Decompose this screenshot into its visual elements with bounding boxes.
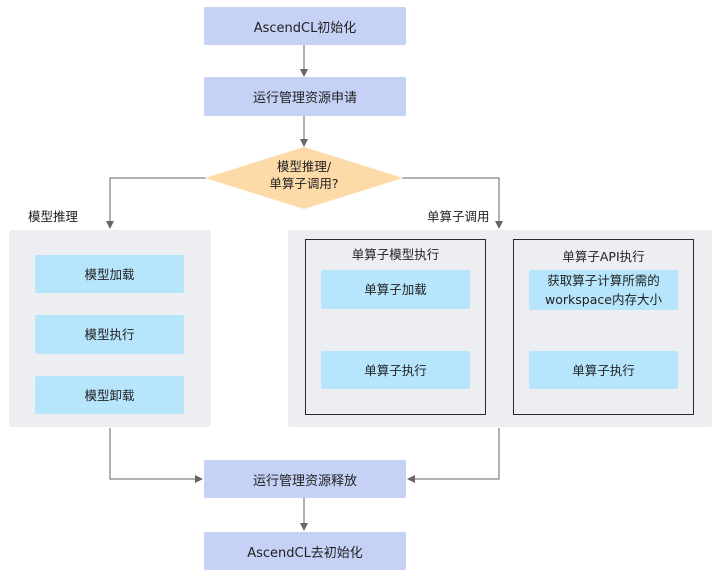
- deinit-step-label: AscendCL去初始化: [247, 545, 363, 561]
- single-op-execute-step: 单算子执行: [321, 351, 470, 389]
- single-op-api-execute-step: 单算子执行: [529, 351, 678, 389]
- single-op-execute-label: 单算子执行: [364, 362, 427, 378]
- single-op-api-title: 单算子API执行: [562, 249, 645, 264]
- single-op-load-step: 单算子加载: [321, 270, 470, 309]
- release-step-label: 运行管理资源释放: [252, 473, 357, 489]
- decision-label: 模型推理/ 单算子调用?: [269, 159, 339, 191]
- arrow-single-to-release: [407, 428, 500, 483]
- alloc-step: 运行管理资源申请: [204, 77, 406, 116]
- model-branch-label: 模型推理: [28, 209, 79, 224]
- model-load-step: 模型加载: [35, 255, 184, 293]
- workspace-size-step: 获取算子计算所需的 workspace内存大小: [529, 270, 678, 310]
- workspace-size-label: 获取算子计算所需的 workspace内存大小: [545, 273, 662, 307]
- model-unload-step: 模型卸载: [35, 376, 184, 414]
- init-step: AscendCL初始化: [204, 7, 406, 45]
- model-load-label: 模型加载: [84, 266, 135, 282]
- arrow-decision-to-single: [402, 177, 503, 229]
- decision-diamond: [205, 147, 403, 209]
- model-execute-step: 模型执行: [35, 315, 184, 354]
- deinit-step: AscendCL去初始化: [204, 532, 406, 570]
- single-op-load-label: 单算子加载: [364, 282, 427, 297]
- arrow-decision-to-model: [106, 177, 206, 229]
- init-step-label: AscendCL初始化: [253, 20, 357, 36]
- model-execute-label: 模型执行: [84, 327, 135, 342]
- arrow-model-to-release: [109, 428, 203, 483]
- single-op-model-title: 单算子模型执行: [351, 247, 440, 262]
- single-branch-label: 单算子调用: [427, 209, 490, 224]
- alloc-step-label: 运行管理资源申请: [252, 91, 357, 106]
- release-step: 运行管理资源释放: [204, 460, 406, 498]
- single-op-api-execute-label: 单算子执行: [572, 362, 635, 378]
- model-unload-label: 模型卸载: [84, 387, 135, 403]
